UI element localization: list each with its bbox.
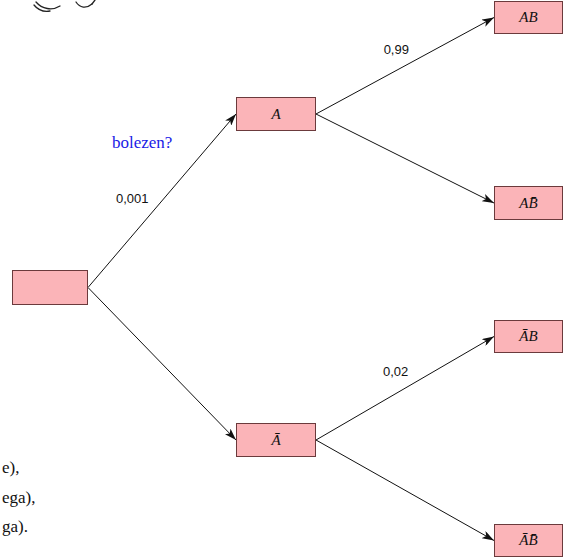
text-fragment: e), [2, 459, 19, 478]
sketch-stroke [34, 5, 50, 11]
question-text: bolezen? [112, 134, 172, 153]
event-label: ĀB̄ [519, 532, 537, 549]
outcome-box: A [236, 97, 316, 131]
branch-arrow [316, 18, 494, 115]
event-label: AB [519, 9, 537, 26]
root-box [12, 270, 88, 305]
branch-arrow [316, 440, 494, 541]
text-fragment: ga). [2, 518, 28, 537]
outcome-box: AB̄ [494, 186, 563, 220]
event-label: A [271, 106, 280, 123]
text-fragment: ega), [2, 489, 36, 508]
outcome-box: Ā [236, 423, 316, 457]
event-label: Ā [271, 432, 280, 449]
branch-arrow [316, 114, 494, 203]
branch-arrow [88, 288, 236, 441]
outcome-box: AB [494, 1, 563, 34]
probability-label: 0,02 [381, 365, 410, 379]
branch-arrow [88, 114, 236, 288]
outcome-box: ĀB [494, 320, 563, 353]
outcome-box: ĀB̄ [494, 524, 563, 557]
sketch-stroke [76, 2, 92, 7]
event-label: ĀB [519, 328, 537, 345]
probability-label: 0,99 [382, 43, 411, 57]
branch-arrow [316, 337, 494, 441]
sketch-stroke [36, 2, 60, 9]
probability-label: 0,001 [114, 192, 151, 206]
sketch-stroke [92, 0, 95, 4]
event-label: AB̄ [519, 195, 537, 212]
